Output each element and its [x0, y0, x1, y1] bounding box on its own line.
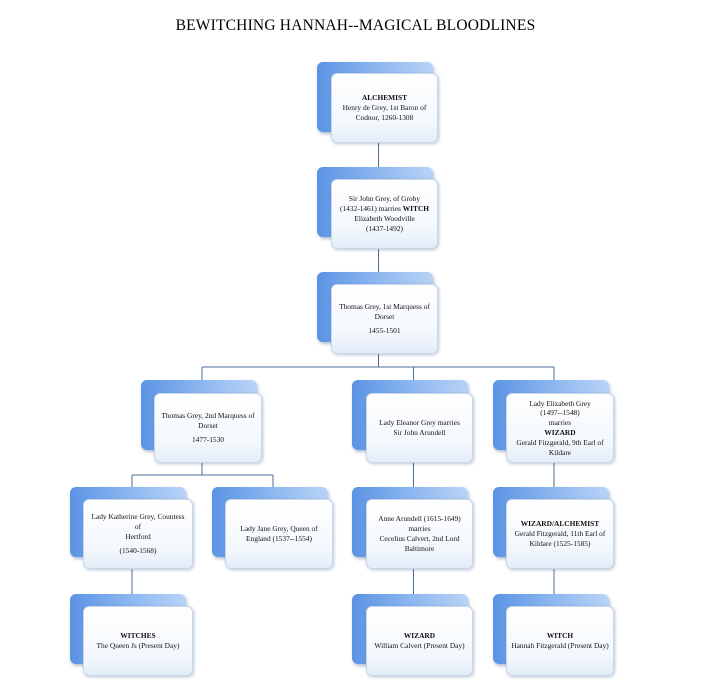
node-role-label: WITCHES — [120, 631, 156, 641]
node-text-line: Henry de Grey, 1st Baron of Codnor, 1260… — [342, 103, 427, 122]
node-text-line: Thomas Grey, 1st Marquess of Dorset — [339, 301, 430, 321]
node-text: Sir John Grey, of Groby (1432-1461) marr… — [340, 194, 429, 233]
node-role-label: WITCH — [402, 204, 430, 214]
node-card: Lady Katherine Grey, Countess of Hertfor… — [83, 499, 193, 569]
node-card: Thomas Grey, 1st Marquess of Dorset 1455-… — [331, 284, 438, 354]
node-card: Sir John Grey, of Groby (1432-1461) marr… — [331, 179, 438, 249]
node-card: Thomas Grey, 2nd Marquess of Dorset 1477-… — [154, 393, 262, 463]
node-card: Lady Elizabeth Grey (1497--1548) marries… — [506, 393, 614, 463]
node-text-line: Elizabeth Woodville (1437-1492) — [354, 214, 415, 233]
node-text-line: Lady Elizabeth Grey (1497--1548) marries — [529, 398, 591, 428]
node-text: Lady Katherine Grey, Countess of Hertfor… — [88, 512, 188, 556]
node-anne-arundell: Anne Arundell (1615-1649) marries Ceceli… — [352, 487, 473, 569]
node-text: Lady Elizabeth Grey (1497--1548) marries… — [516, 399, 603, 458]
node-role-label: WIZARD/ALCHEMIST — [520, 519, 600, 529]
diagram-title: BEWITCHING HANNAH--MAGICAL BLOODLINES — [175, 17, 536, 34]
node-text: Thomas Grey, 1st Marquess of Dorset 1455-… — [339, 302, 430, 336]
node-text-line: Lady Katherine Grey, Countess of Hertfor… — [91, 511, 185, 541]
node-eleanor-grey: Lady Eleanor Grey marries Sir John Arund… — [352, 380, 473, 463]
node-role-label: WIZARD — [403, 631, 436, 641]
node-text-line: 1455-1501 — [368, 326, 401, 336]
node-text-line: Hannah Fitzgerald (Present Day) — [511, 641, 609, 650]
node-text: Lady Jane Grey, Queen of England (1537--… — [240, 524, 317, 544]
node-text-line: Gerald Fitzgerald, 11th Earl of Kildare … — [514, 529, 606, 548]
node-thomas-grey-2nd: Thomas Grey, 2nd Marquess of Dorset 1477-… — [141, 380, 262, 463]
node-jane-grey: Lady Jane Grey, Queen of England (1537--… — [212, 487, 333, 569]
node-role-label: WIZARD — [544, 428, 576, 437]
node-thomas-grey-1st: Thomas Grey, 1st Marquess of Dorset 1455-… — [317, 272, 438, 354]
node-text-line: Lady Eleanor Grey marries Sir John Arund… — [379, 418, 460, 437]
node-text-line: William Calvert (Present Day) — [374, 641, 465, 650]
node-text-line: Anne Arundell (1615-1649) marries Ceceli… — [378, 514, 461, 553]
node-text-line: The Queen Js (Present Day) — [96, 641, 180, 650]
node-text-line: Gerald Fitzgerald, 9th Earl of Kildare — [516, 437, 604, 457]
node-text: Thomas Grey, 2nd Marquess of Dorset 1477-… — [161, 411, 254, 445]
node-text-line: (1540-1568) — [119, 546, 157, 556]
node-text: Lady Eleanor Grey marries Sir John Arund… — [379, 418, 460, 438]
node-katherine-grey: Lady Katherine Grey, Countess of Hertfor… — [70, 487, 193, 569]
node-role-label: ALCHEMIST — [361, 93, 408, 103]
node-card: Lady Eleanor Grey marries Sir John Arund… — [366, 393, 473, 463]
node-text-line: Lady Jane Grey, Queen of England (1537--… — [240, 524, 318, 543]
node-card: Lady Jane Grey, Queen of England (1537--… — [225, 499, 333, 569]
node-text-line: Thomas Grey, 2nd Marquess of Dorset — [161, 410, 255, 430]
node-text: Anne Arundell (1615-1649) marries Ceceli… — [378, 514, 461, 553]
node-text-line: Sir John Grey, of Groby (1432-1461) marr… — [339, 194, 421, 214]
node-text-line: 1477-1530 — [191, 435, 224, 445]
node-john-grey: Sir John Grey, of Groby (1432-1461) marr… — [317, 167, 438, 249]
node-elizabeth-grey: Lady Elizabeth Grey (1497--1548) marries… — [493, 380, 614, 463]
node-role-label: WITCH — [546, 631, 574, 641]
node-card: Anne Arundell (1615-1649) marries Ceceli… — [366, 499, 473, 569]
